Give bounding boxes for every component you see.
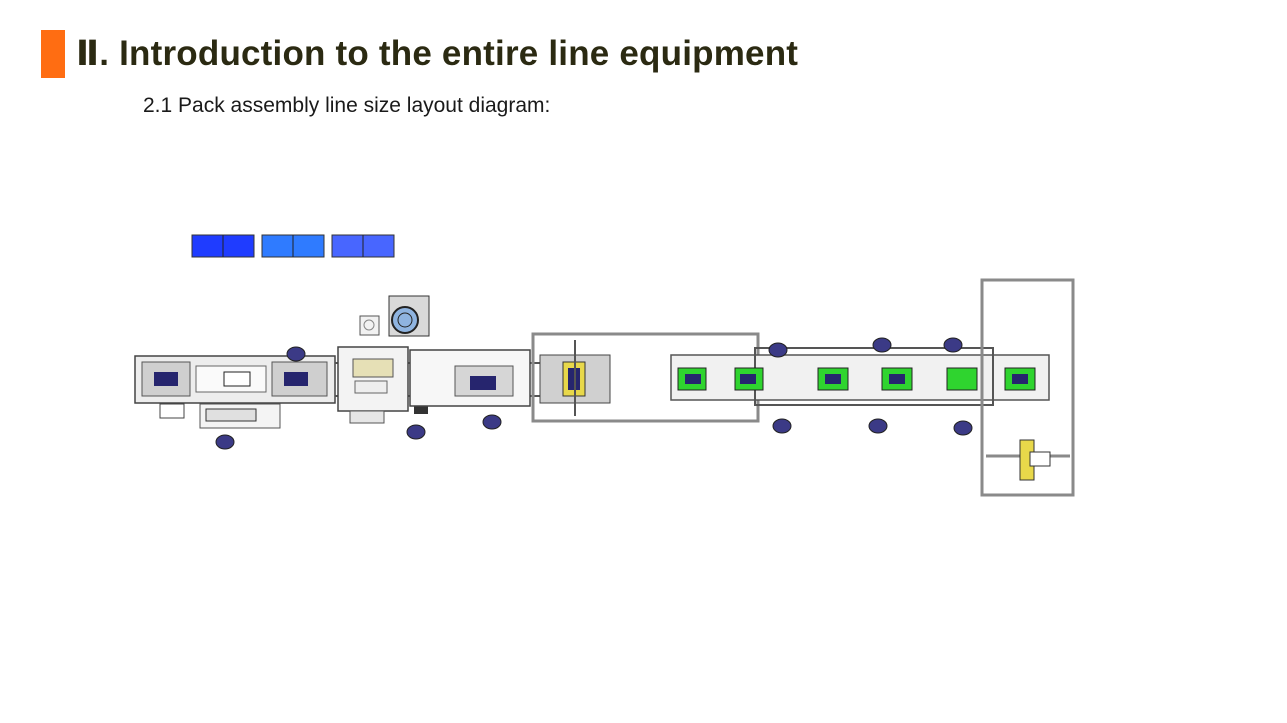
gantry-frame	[980, 278, 1075, 497]
robot-turntable-icon	[391, 306, 419, 334]
operator-icon	[286, 346, 306, 362]
conveyor-section-1	[134, 355, 336, 429]
operator-icon	[406, 424, 426, 440]
page-title: Ⅱ. Introduction to the entire line equip…	[76, 34, 799, 73]
operators	[215, 337, 973, 450]
roller-conveyor	[670, 347, 1050, 406]
operator-icon	[482, 414, 502, 430]
battery-module-icon	[470, 376, 496, 390]
robot-unit	[359, 295, 430, 337]
operator-icon	[772, 418, 792, 434]
main-station	[337, 346, 428, 424]
battery-module-icon	[284, 372, 308, 386]
operator-icon	[215, 434, 235, 450]
storage-racks	[191, 234, 395, 258]
diagram-subtitle: 2.1 Pack assembly line size layout diagr…	[143, 94, 551, 117]
operator-icon	[943, 337, 963, 353]
battery-module-icon	[154, 372, 178, 386]
operator-icon	[768, 342, 788, 358]
conveyor-section-2	[409, 349, 531, 407]
title-accent-bar	[41, 30, 65, 78]
battery-module-icon	[946, 367, 978, 391]
operator-icon	[872, 337, 892, 353]
operator-icon	[953, 420, 973, 436]
operator-icon	[868, 418, 888, 434]
